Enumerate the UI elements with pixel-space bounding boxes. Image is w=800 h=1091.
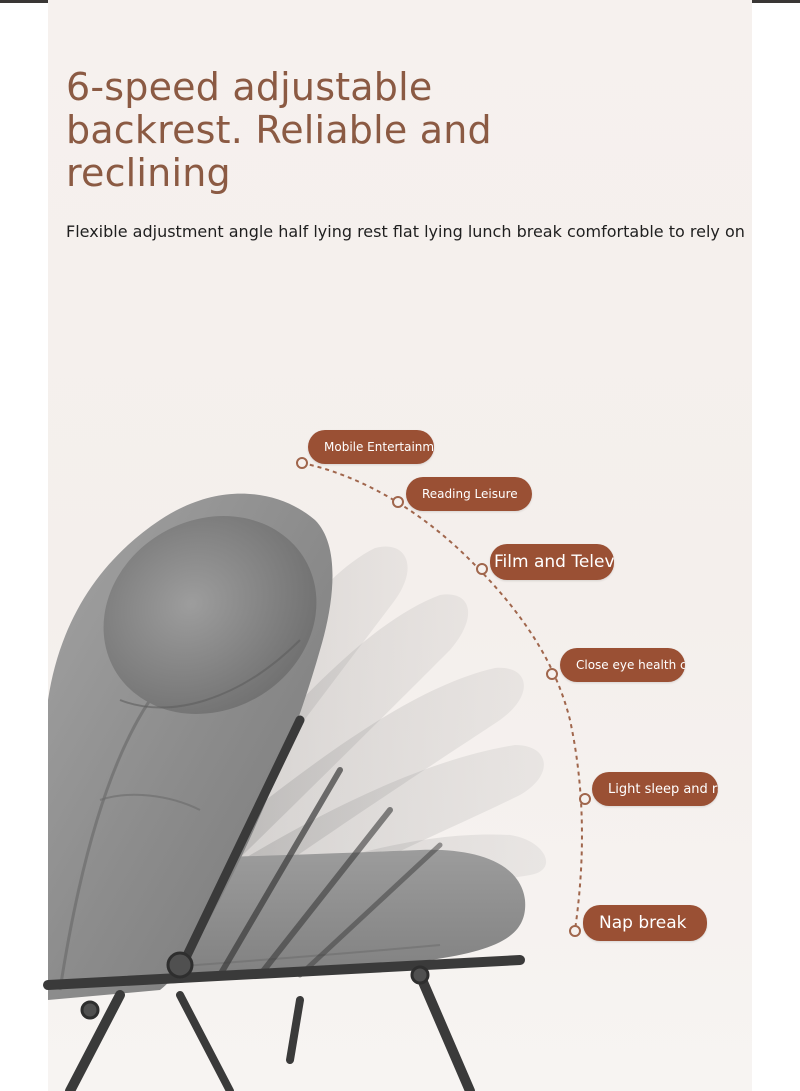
position-markers — [296, 457, 591, 937]
headline: 6-speed adjustable backrest. Reliable an… — [66, 65, 492, 195]
main-backrest — [48, 493, 333, 1000]
position-label-mobile-entertainment: Mobile Entertainment — [308, 430, 434, 464]
position-label-reading-leisure: Reading Leisure — [406, 477, 532, 511]
position-arc — [301, 462, 583, 931]
position-label-nap-break: Nap break — [583, 905, 707, 941]
position-label-light-sleep: Light sleep and rest — [592, 772, 718, 806]
position-label-film-television: Film and Television — [490, 544, 614, 580]
subheadline: Flexible adjustment angle half lying res… — [66, 222, 745, 241]
position-label-close-eye-care: Close eye health care — [560, 648, 685, 682]
metal-frame — [43, 715, 525, 1091]
